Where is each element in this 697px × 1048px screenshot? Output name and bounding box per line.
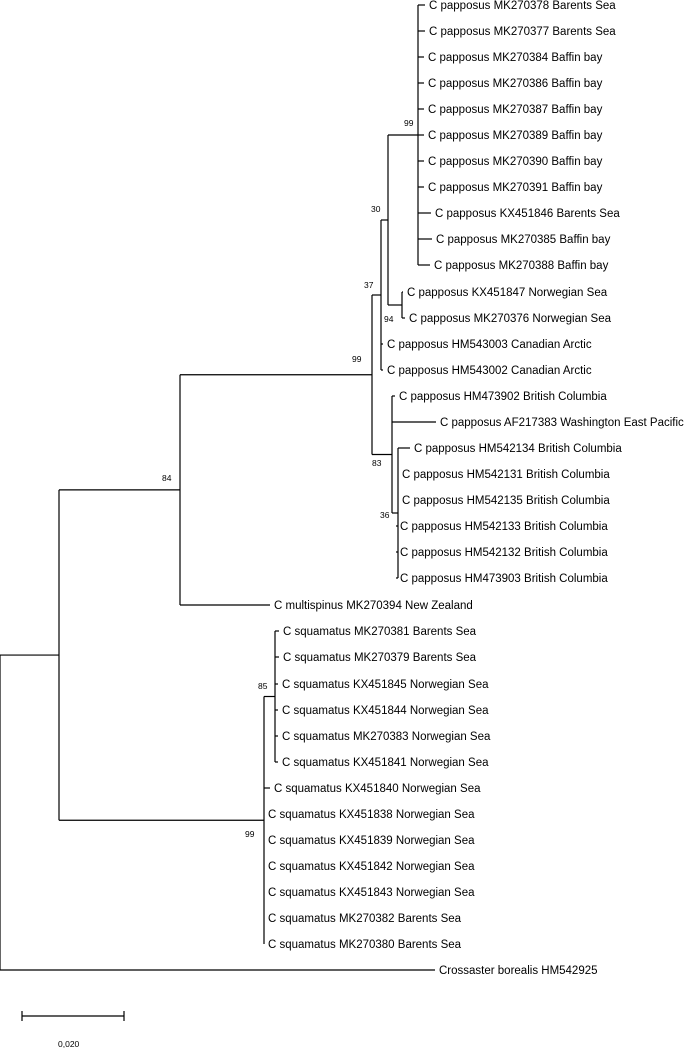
tip-label: C squamatus MK270380 Barents Sea [268, 939, 462, 951]
tip-label: C papposus MK270376 Norwegian Sea [409, 313, 612, 325]
tip-label: C papposus HM543002 Canadian Arctic [387, 365, 592, 377]
tip-label: C papposus KX451847 Norwegian Sea [407, 287, 608, 299]
bootstrap-value: 37 [364, 280, 374, 290]
tip-label: C papposus HM542132 British Columbia [400, 547, 608, 559]
bootstrap-labels: 99 30 37 94 99 83 36 84 85 99 [162, 118, 414, 839]
tip-label: C multispinus MK270394 New Zealand [274, 600, 473, 612]
tip-labels: C papposus MK270378 Barents Sea C papposu… [268, 0, 684, 977]
tip-label: C papposus HM543003 Canadian Arctic [387, 339, 592, 351]
tip-label: C papposus MK270386 Baffin bay [428, 78, 603, 90]
tip-label: C papposus MK270378 Barents Sea [429, 0, 616, 12]
tip-label: C papposus HM542131 British Columbia [402, 469, 610, 481]
tip-label: C squamatus KX451845 Norwegian Sea [282, 679, 489, 691]
tip-label: C papposus MK270377 Barents Sea [429, 26, 616, 38]
tip-label: C papposus HM542133 British Columbia [400, 521, 608, 533]
scale-bar: 0,020 [21, 1011, 125, 1048]
tip-label: C squamatus KX451841 Norwegian Sea [282, 757, 489, 769]
tip-label: C squamatus KX451839 Norwegian Sea [268, 835, 475, 847]
tip-label: C squamatus MK270382 Barents Sea [268, 913, 462, 925]
tip-label: C papposus MK270391 Baffin bay [428, 182, 603, 194]
tip-label: C papposus MK270384 Baffin bay [428, 52, 603, 64]
tip-label: C papposus KX451846 Barents Sea [435, 208, 620, 220]
bootstrap-value: 94 [384, 314, 394, 324]
tip-label: C squamatus MK270381 Barents Sea [283, 626, 477, 638]
tip-label: C papposus HM473903 British Columbia [400, 573, 608, 585]
tip-label: Crossaster borealis HM542925 [439, 965, 598, 977]
bootstrap-value: 36 [380, 510, 390, 520]
tip-label: C papposus MK270387 Baffin bay [428, 104, 603, 116]
tip-label: C squamatus KX451842 Norwegian Sea [268, 861, 475, 873]
tip-label: C squamatus KX451838 Norwegian Sea [268, 809, 475, 821]
bootstrap-value: 99 [404, 118, 414, 128]
tip-label: C papposus MK270389 Baffin bay [428, 130, 603, 142]
tip-label: C squamatus KX451840 Norwegian Sea [274, 783, 481, 795]
tip-label: C squamatus KX451843 Norwegian Sea [268, 887, 475, 899]
bootstrap-value: 30 [371, 204, 381, 214]
bootstrap-value: 99 [352, 354, 362, 364]
tip-label: C squamatus MK270379 Barents Sea [283, 652, 477, 664]
tip-label: C squamatus MK270383 Norwegian Sea [282, 731, 491, 743]
tip-label: C papposus AF217383 Washington East Paci… [440, 417, 684, 429]
tip-label: C papposus MK270390 Baffin bay [428, 156, 603, 168]
tip-label: C papposus HM542134 British Columbia [414, 443, 622, 455]
bootstrap-value: 85 [258, 681, 268, 691]
tip-label: C papposus MK270385 Baffin bay [436, 234, 611, 246]
tree-branches [0, 4, 436, 971]
bootstrap-value: 83 [372, 458, 382, 468]
bootstrap-value: 84 [162, 473, 172, 483]
tip-label: C squamatus KX451844 Norwegian Sea [282, 705, 489, 717]
tip-label: C papposus HM473902 British Columbia [399, 391, 607, 403]
tip-label: C papposus MK270388 Baffin bay [434, 260, 609, 272]
scale-bar-label: 0,020 [58, 1039, 80, 1048]
bootstrap-value: 99 [245, 829, 255, 839]
tip-label: C papposus HM542135 British Columbia [402, 495, 610, 507]
